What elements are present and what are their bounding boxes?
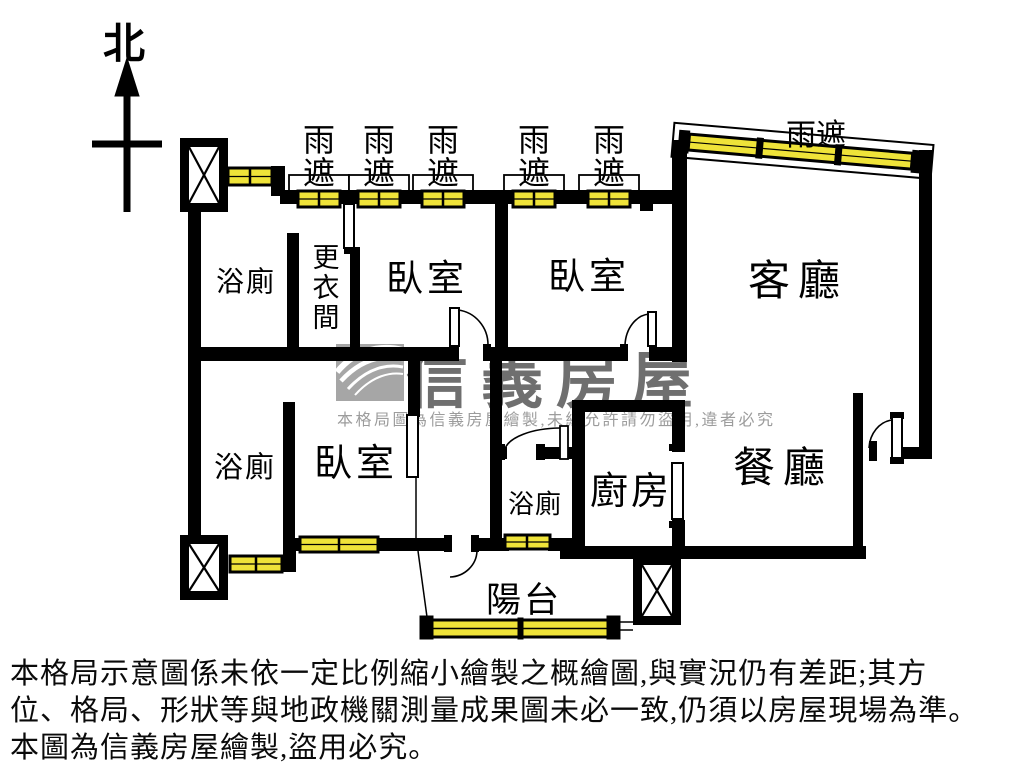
disclaimer-line2: 位、格局、形狀等與地政機關測量成果圖未必一致,仍須以房屋現場為準。 — [10, 695, 979, 727]
window — [356, 189, 402, 209]
wall-segment — [672, 140, 687, 362]
canopy-label-living: 雨遮 — [786, 119, 846, 152]
window — [503, 533, 552, 551]
window — [511, 189, 557, 209]
disclaimer-line3: 本圖為信義房屋繪製,盜用必究。 — [10, 732, 439, 764]
logo-swoosh — [346, 364, 404, 391]
wall-segment — [283, 402, 295, 552]
wall-segment — [490, 347, 623, 361]
door-balcony — [444, 535, 479, 578]
north-label: 北 — [103, 22, 146, 68]
room-label-bath-small: 浴廁 — [508, 490, 563, 519]
canopy-label: 雨遮 — [517, 122, 550, 191]
canopy-label: 雨遮 — [302, 122, 335, 191]
window-living-slanted — [670, 121, 935, 180]
disclaimer-line1: 本格局示意圖係未依一定比例縮小繪製之概繪圖,與實況仍有差距;其方 — [10, 658, 928, 690]
wall-segment — [919, 150, 932, 459]
room-label-bedroom1: 臥室 — [386, 259, 468, 300]
wall-segment — [572, 400, 685, 412]
window — [228, 554, 284, 574]
elevator-shaft-box — [180, 138, 228, 212]
balcony-boundary-lines — [415, 477, 633, 631]
wall-segment — [271, 166, 285, 196]
room-label-kitchen: 廚房 — [590, 471, 673, 513]
elevator-shaft-box — [180, 535, 228, 600]
north-arrow — [92, 56, 162, 212]
wall-segment — [188, 212, 201, 539]
wall-segment — [287, 233, 299, 349]
disclaimer-text: 本格局示意圖係未依一定比例縮小繪製之概繪圖,與實況仍有差距;其方 位、格局、形狀… — [10, 656, 1018, 767]
wall-segment — [350, 247, 360, 349]
elevator-shaft-box — [633, 556, 681, 625]
wall-segment — [672, 400, 685, 452]
walls — [188, 140, 932, 572]
wall-segment — [188, 347, 455, 361]
room-label-bedroom3: 臥室 — [314, 443, 399, 485]
wall-segment — [473, 538, 509, 551]
room-label-dressing: 更衣間 — [312, 243, 340, 333]
canopy-label: 雨遮 — [426, 122, 459, 191]
door-entry — [868, 412, 904, 464]
room-label-bath-top: 浴廁 — [216, 267, 277, 298]
wall-segment — [640, 197, 653, 211]
wall-segment — [853, 393, 863, 559]
window-balcony-long — [419, 615, 621, 640]
window — [298, 535, 380, 554]
wall-segment — [560, 546, 866, 559]
room-label-dining: 餐廳 — [733, 446, 834, 492]
room-label-bath-mid: 浴廁 — [214, 452, 277, 484]
elevator-shafts — [180, 138, 681, 625]
canopy-label: 雨遮 — [592, 122, 625, 191]
room-label-living: 客廳 — [748, 259, 849, 305]
door-bath-small — [496, 425, 569, 460]
watermark-notice-text: 本格局圖為信義房屋繪製,未經允許請勿盜用,違者必究 — [337, 412, 776, 429]
wall-segment — [495, 197, 508, 349]
north-arrow-head — [114, 56, 140, 97]
room-label-balcony: 陽台 — [486, 581, 563, 620]
wall-segment — [283, 538, 303, 551]
rain-canopy-outline — [670, 121, 935, 180]
room-label-bedroom2: 臥室 — [548, 257, 630, 298]
windows — [226, 121, 935, 640]
door-stop — [869, 441, 877, 461]
wall-segment — [672, 520, 685, 559]
door-bedroom3-sliding — [406, 414, 419, 478]
wall-segment — [378, 538, 450, 551]
logo-swoosh — [354, 372, 404, 396]
door-dressing-room — [343, 203, 355, 254]
window — [420, 189, 466, 209]
window — [586, 189, 632, 209]
doors — [343, 203, 904, 578]
door-bedroom1 — [449, 307, 491, 361]
wall-segment — [408, 361, 420, 417]
wall-segment — [895, 447, 932, 459]
door-bedroom2 — [620, 311, 657, 361]
window — [296, 189, 342, 209]
canopy-label: 雨遮 — [362, 122, 395, 191]
door-kitchen-sliding — [669, 444, 685, 528]
wall-segment — [572, 400, 585, 559]
window — [226, 166, 274, 187]
